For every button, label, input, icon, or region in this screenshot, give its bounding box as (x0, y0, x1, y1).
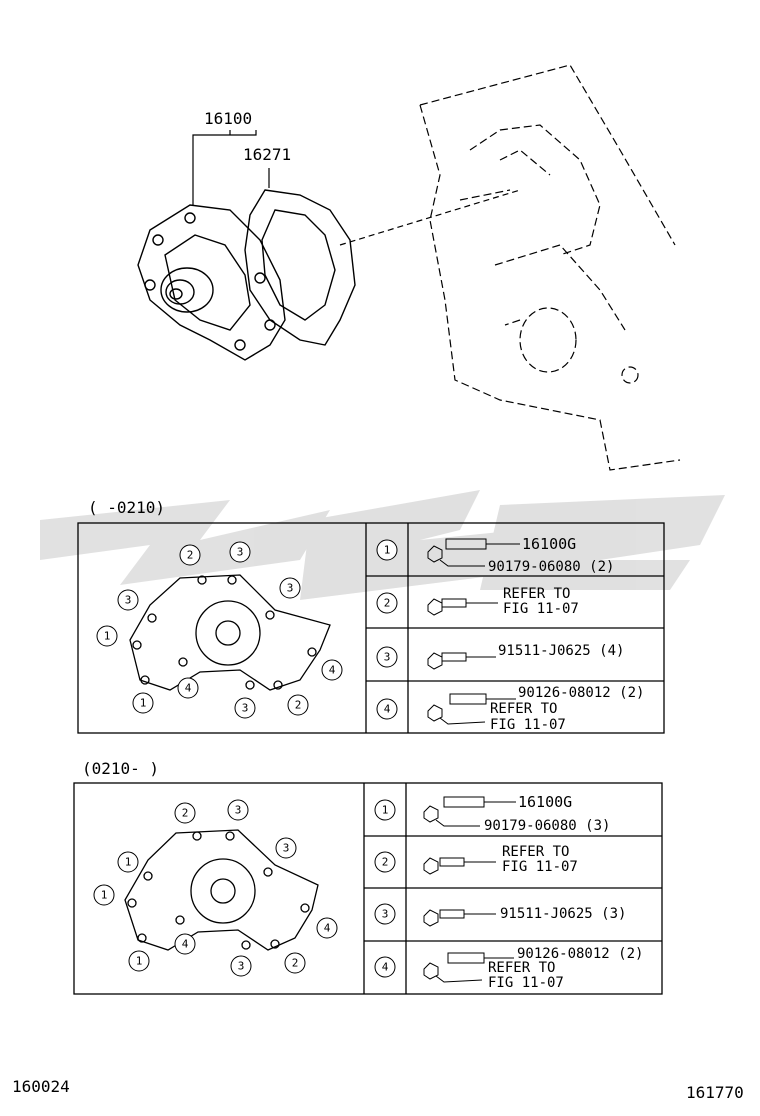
pump-sketch-b-markers: 2 3 1 3 1 4 4 1 3 2 (93, 799, 338, 977)
svg-text:16100G: 16100G (522, 535, 576, 553)
marker-1: 1 (96, 625, 118, 647)
marker-1: 1 (117, 851, 139, 873)
svg-text:3: 3 (125, 594, 132, 607)
callout-16100: 16100 (204, 109, 252, 128)
svg-text:FIG 11-07: FIG 11-07 (488, 975, 564, 991)
pump-sketch-a-markers: 2 3 3 3 1 4 4 1 3 2 (96, 541, 343, 719)
svg-text:2: 2 (292, 957, 299, 970)
svg-text:90179-06080 (3): 90179-06080 (3) (484, 818, 610, 834)
svg-text:2: 2 (382, 856, 389, 869)
section-b-row-4: 4 90126-08012 (2) REFER TO FIG 11-07 (374, 946, 643, 991)
marker-3: 3 (227, 799, 249, 821)
marker-2: 2 (179, 544, 201, 566)
svg-text:4: 4 (382, 961, 389, 974)
marker-4: 4 (321, 659, 343, 681)
svg-text:90179-06080 (2): 90179-06080 (2) (488, 559, 614, 575)
svg-text:1: 1 (125, 856, 132, 869)
svg-text:91511-J0625 (3): 91511-J0625 (3) (500, 906, 626, 922)
svg-text:4: 4 (384, 703, 391, 716)
svg-text:3: 3 (287, 582, 294, 595)
pump-sketch-a (129, 574, 331, 691)
svg-text:90126-08012 (2): 90126-08012 (2) (517, 946, 643, 962)
svg-text:3: 3 (242, 702, 249, 715)
alignment-dashed-line (339, 189, 521, 246)
marker-3: 3 (234, 697, 256, 719)
section-a-row-4: 4 90126-08012 (2) REFER TO FIG 11-07 (376, 685, 644, 733)
svg-text:REFER TO: REFER TO (490, 701, 557, 717)
water-pump-illustration (137, 189, 356, 361)
section-a-row-3: 3 91511-J0625 (4) (376, 643, 624, 670)
marker-2: 2 (287, 694, 309, 716)
marker-4: 4 (174, 933, 196, 955)
svg-text:91511-J0625 (4): 91511-J0625 (4) (498, 643, 624, 659)
marker-2: 2 (174, 802, 196, 824)
marker-3: 3 (117, 589, 139, 611)
svg-text:FIG 11-07: FIG 11-07 (490, 717, 566, 733)
svg-text:2: 2 (295, 699, 302, 712)
svg-text:3: 3 (384, 651, 391, 664)
section-a-row-1: 1 16100G 90179-06080 (2) (376, 535, 614, 575)
svg-text:REFER TO: REFER TO (502, 844, 569, 860)
footer-right-code: 161770 (686, 1083, 744, 1102)
marker-1: 1 (93, 884, 115, 906)
section-a-header: ( -0210) (88, 498, 165, 517)
svg-text:4: 4 (182, 938, 189, 951)
svg-text:3: 3 (237, 546, 244, 559)
footer-left-code: 160024 (12, 1077, 70, 1096)
marker-3: 3 (279, 577, 301, 599)
svg-text:1: 1 (384, 544, 391, 557)
svg-text:4: 4 (329, 664, 336, 677)
section-b-row-3: 3 91511-J0625 (3) (374, 903, 626, 927)
section-a-table (77, 522, 665, 734)
svg-text:1: 1 (136, 955, 143, 968)
svg-text:4: 4 (324, 922, 331, 935)
marker-3: 3 (275, 837, 297, 859)
callout-16271: 16271 (243, 145, 291, 164)
svg-text:2: 2 (384, 597, 391, 610)
marker-1: 1 (132, 692, 154, 714)
section-b-table (73, 782, 663, 995)
section-b-row-1: 1 16100G 90179-06080 (3) (374, 793, 610, 834)
svg-text:1: 1 (140, 697, 147, 710)
marker-1: 1 (128, 950, 150, 972)
svg-text:4: 4 (185, 682, 192, 695)
marker-4: 4 (316, 917, 338, 939)
marker-2: 2 (284, 952, 306, 974)
svg-text:1: 1 (101, 889, 108, 902)
svg-text:90126-08012 (2): 90126-08012 (2) (518, 685, 644, 701)
pump-sketch-b (124, 829, 319, 951)
engine-block-illustration (419, 64, 681, 471)
svg-text:3: 3 (238, 960, 245, 973)
svg-text:2: 2 (187, 549, 194, 562)
callout-lines (192, 130, 270, 205)
svg-text:3: 3 (283, 842, 290, 855)
svg-text:REFER TO: REFER TO (503, 586, 570, 602)
svg-text:2: 2 (182, 807, 189, 820)
section-b-row-2: 2 REFER TO FIG 11-07 (374, 844, 578, 875)
svg-text:1: 1 (104, 630, 111, 643)
svg-text:FIG 11-07: FIG 11-07 (503, 601, 579, 617)
section-b-header: (0210- ) (82, 759, 159, 778)
svg-text:1: 1 (382, 804, 389, 817)
svg-text:3: 3 (235, 804, 242, 817)
marker-3: 3 (230, 955, 252, 977)
marker-4: 4 (177, 677, 199, 699)
marker-3: 3 (229, 541, 251, 563)
svg-text:FIG 11-07: FIG 11-07 (502, 859, 578, 875)
svg-text:REFER TO: REFER TO (488, 960, 555, 976)
section-a-row-2: 2 REFER TO FIG 11-07 (376, 586, 579, 617)
svg-text:16100G: 16100G (518, 793, 572, 811)
svg-text:3: 3 (382, 908, 389, 921)
